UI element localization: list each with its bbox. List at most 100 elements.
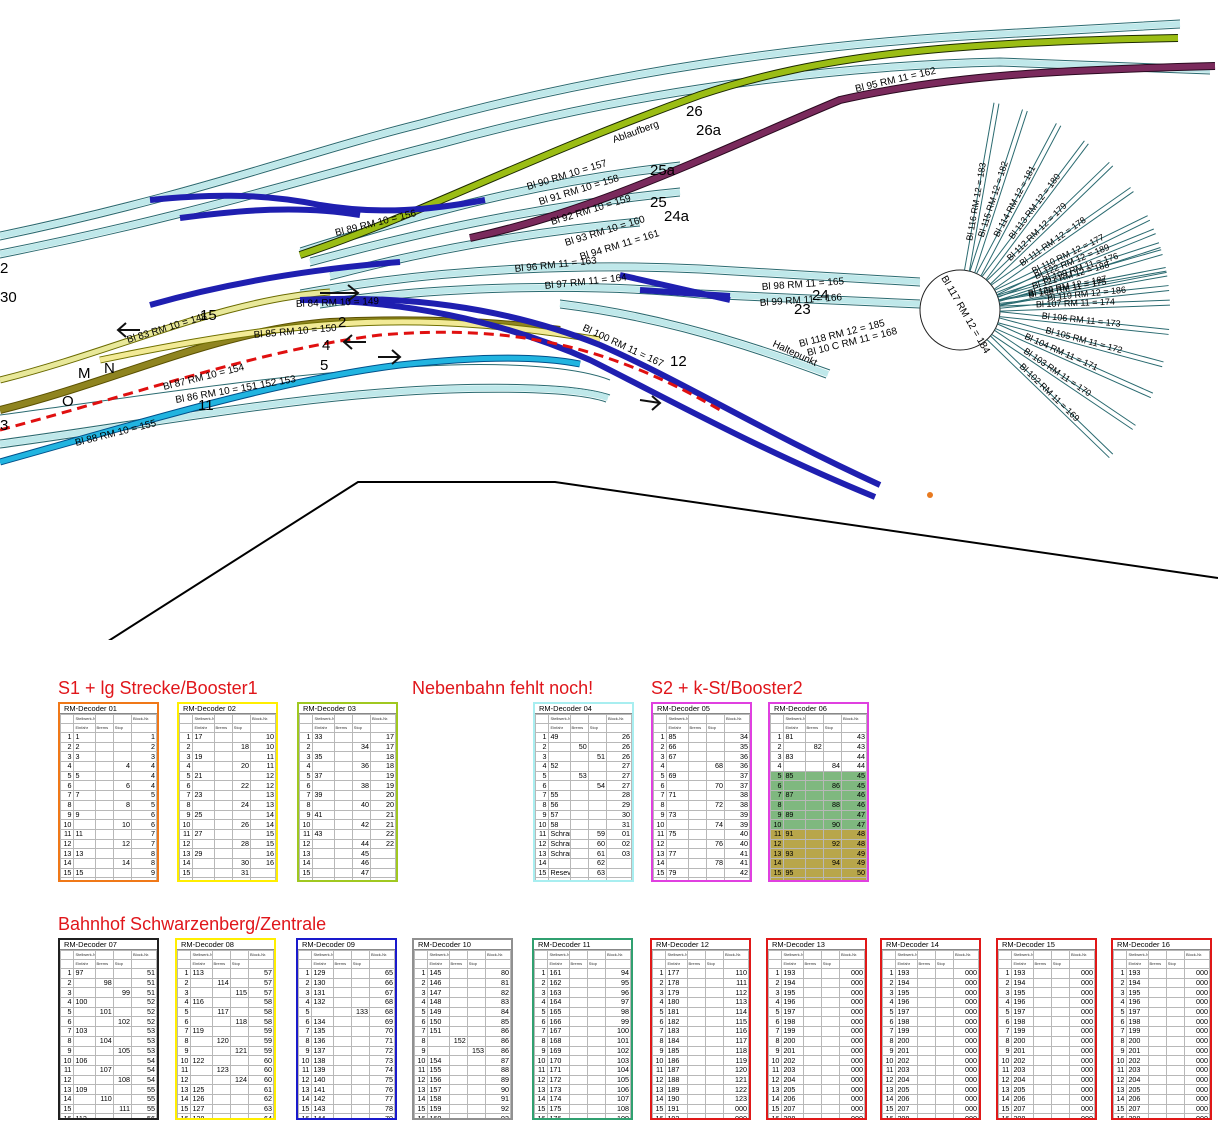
fan-track xyxy=(993,191,1134,290)
fan-track xyxy=(999,271,1167,306)
track-label: Bl 117 RM 12 = 184 xyxy=(938,274,992,356)
rm-decoder-table: RM-Decoder 15Stellwerk-Nr.Block-Nr.Einfa… xyxy=(996,938,1097,1120)
fan-track xyxy=(991,334,1133,430)
fan-track xyxy=(999,311,1170,330)
fan-track xyxy=(986,161,1110,281)
track-label: 25a xyxy=(650,162,676,179)
section-s2-title: S2 + k-St/Booster2 xyxy=(651,678,803,698)
decoder-row: 1632 xyxy=(179,877,276,880)
rm-decoder-table: RM-Decoder 09Stellwerk-Nr.Block-Nr.Einfa… xyxy=(296,938,397,1120)
decoder-row: 16Reseve64 xyxy=(535,877,632,880)
fan-track xyxy=(968,103,1000,272)
track-label: 23 xyxy=(794,301,811,318)
fan-track xyxy=(995,228,1154,294)
rm-decoder-table: RM-Decoder 05Stellwerk-Nr.Block-Nr.Einfa… xyxy=(651,702,752,882)
decoder-row: 1648 xyxy=(299,877,396,880)
decoder-row: 16169 xyxy=(60,877,157,880)
fan-track xyxy=(995,328,1152,399)
track-label: O xyxy=(62,393,74,410)
fan-track xyxy=(1000,304,1170,312)
track-label: 11 xyxy=(198,397,214,414)
fan-track xyxy=(990,165,1114,285)
track-label: M xyxy=(78,365,91,382)
rm-decoder-grid: Stellwerk-Nr.Block-Nr.EinfahrBremsStop14… xyxy=(535,714,632,880)
rm-decoder-title: RM-Decoder 04 xyxy=(535,704,632,714)
fan-track xyxy=(999,317,1164,363)
rm-decoder-table: RM-Decoder 12Stellwerk-Nr.Block-Nr.Einfa… xyxy=(650,938,751,1120)
rm-decoder-table: RM-Decoder 03Stellwerk-Nr.Block-Nr.Einfa… xyxy=(297,702,398,882)
rm-decoder-table: RM-Decoder 13Stellwerk-Nr.Block-Nr.Einfa… xyxy=(766,938,867,1120)
rm-decoder-table: RM-Decoder 11Stellwerk-Nr.Block-Nr.Einfa… xyxy=(532,938,633,1120)
rm-decoder-title: RM-Decoder 08 xyxy=(177,940,274,950)
fan-track xyxy=(963,102,995,271)
track-label: 3 xyxy=(0,417,8,434)
rm-decoder-grid: Stellwerk-Nr.Block-Nr.EinfahrBremsStop18… xyxy=(653,714,750,880)
